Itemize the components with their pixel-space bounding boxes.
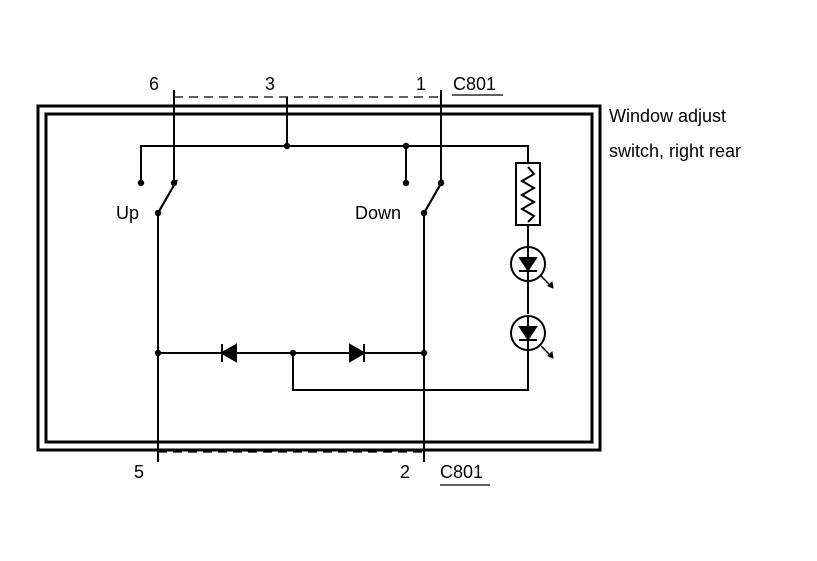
- connector-bottom-label: C801: [440, 462, 483, 482]
- resistor-icon: [515, 162, 541, 226]
- pin-5-label: 5: [134, 462, 144, 482]
- connector-top-label: C801: [453, 74, 496, 94]
- wiring: [140, 90, 529, 462]
- junction-dots: [137, 142, 445, 357]
- connector-underlines: [440, 94, 503, 486]
- switch-housing: [36, 104, 602, 452]
- diode-icon: [219, 343, 237, 363]
- pin-3-label: 3: [265, 74, 275, 94]
- pin-1-label: 1: [416, 74, 426, 94]
- component-title-line1: Window adjust: [609, 106, 726, 126]
- down-switch-label: Down: [355, 203, 401, 223]
- up-switch-label: Up: [116, 203, 139, 223]
- led-icon: [510, 246, 554, 289]
- led-icon: [510, 315, 554, 359]
- pin-2-label: 2: [400, 462, 410, 482]
- diode-icon: [349, 343, 367, 363]
- pin-6-label: 6: [149, 74, 159, 94]
- component-title-line2: switch, right rear: [609, 141, 741, 161]
